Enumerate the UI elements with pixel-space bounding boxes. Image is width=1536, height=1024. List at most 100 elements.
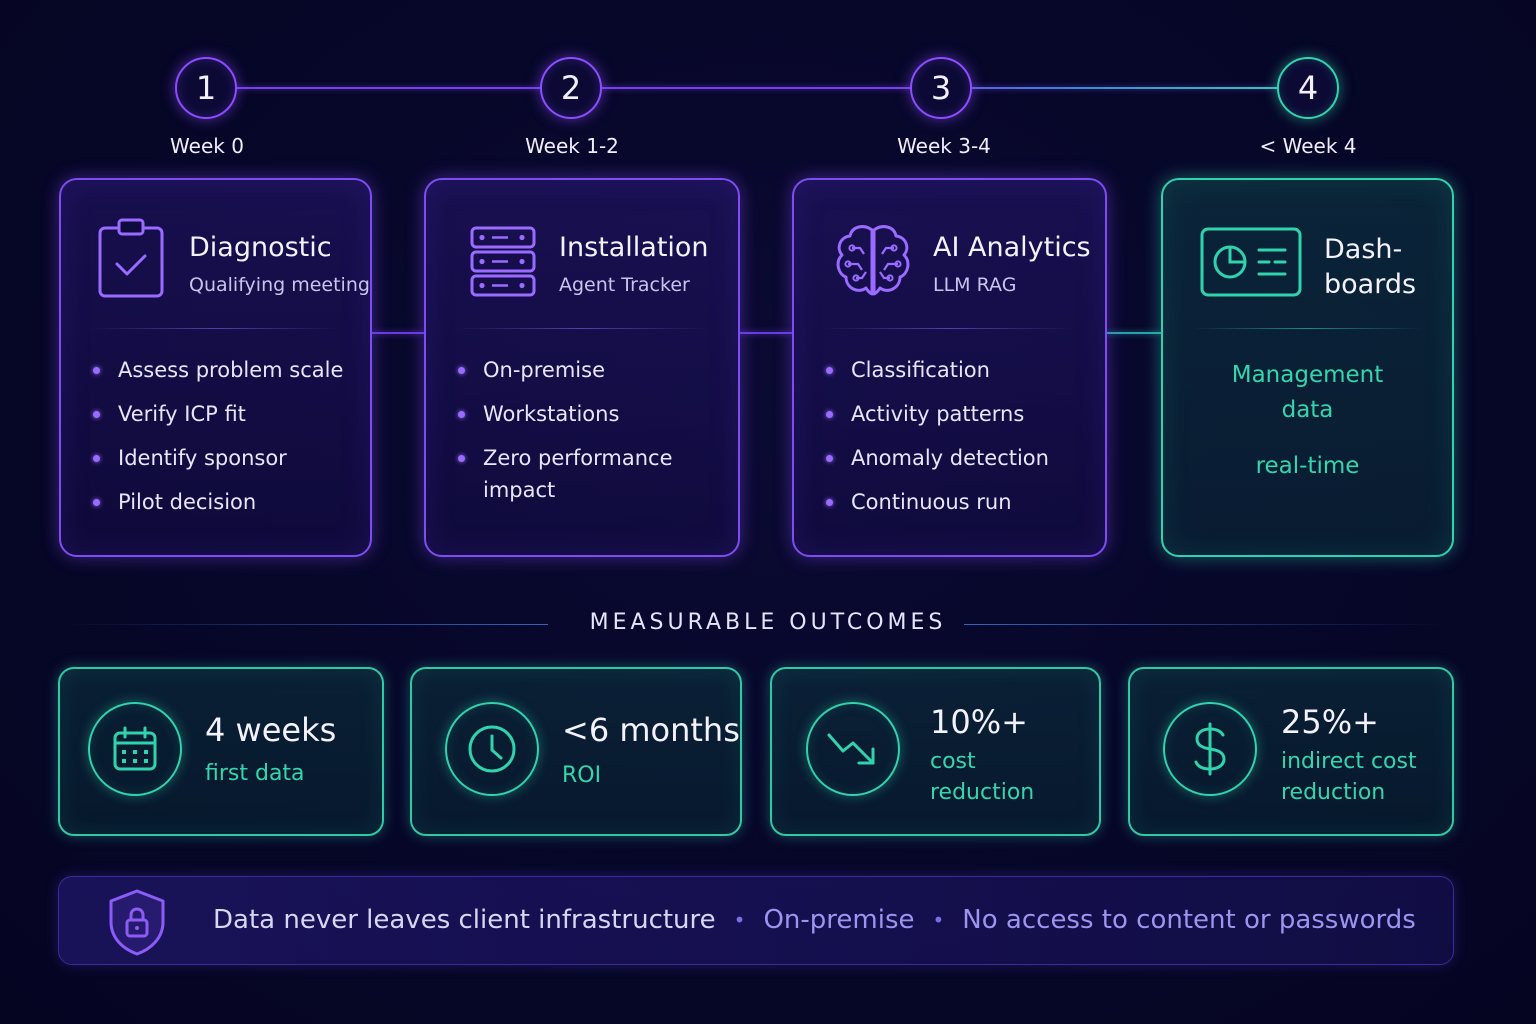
trend-down-icon [827,733,875,765]
divider [964,624,1444,625]
icon-circle [445,702,539,796]
phase-subtitle: Qualifying meeting [189,274,370,296]
step-week-label: Week 0 [170,134,244,158]
outcome-label: first data [205,761,305,786]
bullet-icon [93,411,100,418]
step-week-label: Week 1-2 [525,134,619,158]
bullet-icon [458,411,465,418]
bullet-icon [826,367,833,374]
icon-circle [1163,702,1257,796]
list-item-text: Workstations [483,402,620,426]
footer-statement: Data never leaves client infrastructure [213,905,716,935]
separator-dot: • [733,908,746,932]
outcome-card: 10%+ cost reduction [770,667,1101,836]
list-item: Classification [824,354,1049,386]
list-item: Identify sponsor [91,442,343,474]
outcome-card: 25%+ indirect cost reduction [1128,667,1454,836]
phase-card-installation: Installation Agent Tracker On-premise Wo… [424,178,740,557]
outcome-value: <6 months [562,711,740,749]
outcome-card: 4 weeks first data [58,667,384,836]
step-number: 1 [195,69,217,107]
outcome-card: <6 months ROI [410,667,742,836]
list-item-text: Pilot decision [118,490,257,514]
footer-on-premise: On-premise [763,905,915,935]
brain-circuit-icon [836,225,910,296]
timeline-line [206,87,1308,89]
outcome-label-line: reduction [930,780,1035,805]
phase-title: Diagnostic [189,232,332,263]
list-item-text: Zero performance impact [483,446,673,502]
list-item: Workstations [456,398,676,430]
list-item: Assess problem scale [91,354,343,386]
step-circle-2: 2 [540,57,602,119]
phase-title: AI Analytics [933,232,1091,263]
phase-title-line: Dash- [1324,234,1403,265]
step-circle-1: 1 [175,57,237,119]
bullet-icon [826,411,833,418]
divider [456,328,708,329]
outcome-label: ROI [562,763,602,788]
clipboard-check-icon [98,218,164,298]
bullet-icon [458,455,465,462]
shield-lock-icon [109,889,165,956]
phase-title: Installation [559,232,709,263]
divider [91,328,340,329]
step-number: 2 [560,69,582,107]
step-circle-4: 4 [1277,57,1339,119]
list-item-text: On-premise [483,358,605,382]
list-item-text: Identify sponsor [118,446,287,470]
icon-circle [88,702,182,796]
step-week-label: Week 3-4 [897,134,991,158]
divider [1193,328,1422,329]
list-item: Zero performance impact [456,442,676,506]
divider [60,624,548,625]
list-item: Verify ICP fit [91,398,343,430]
dollar-icon [1194,722,1226,776]
bullet-list: On-premise Workstations Zero performance… [456,354,676,518]
list-item: Activity patterns [824,398,1049,430]
phase-subtitle: Agent Tracker [559,274,690,296]
list-item-text: Classification [851,358,990,382]
dashboard-icon [1200,227,1302,297]
outcome-label: cost reduction [930,746,1034,808]
list-item: Continuous run [824,486,1049,518]
step-week-label: < Week 4 [1259,134,1357,158]
list-item-text: Anomaly detection [851,446,1049,470]
list-item-text: Continuous run [851,490,1012,514]
footer-text: Data never leaves client infrastructure … [213,905,1416,935]
step-circle-3: 3 [910,57,972,119]
card-connector [1107,332,1161,334]
outcome-label-line: indirect cost [1281,749,1417,774]
phase-card-dashboards: Dash- boards Management data real-time [1161,178,1454,557]
list-item: Pilot decision [91,486,343,518]
phase-card-ai-analytics: AI Analytics LLM RAG Classification Acti… [792,178,1107,557]
list-item-text: Verify ICP fit [118,402,246,426]
card-connector [740,332,792,334]
server-icon [470,226,536,297]
phase-description-line: data [1281,397,1334,423]
outcomes-title: MEASURABLE OUTCOMES [589,610,947,635]
bullet-list: Classification Activity patterns Anomaly… [824,354,1049,530]
calendar-icon [113,726,157,771]
security-footer: Data never leaves client infrastructure … [58,876,1454,965]
bullet-icon [826,455,833,462]
list-item-text: Activity patterns [851,402,1025,426]
phase-description-realtime: real-time [1255,453,1360,479]
clock-icon [468,725,516,773]
list-item: On-premise [456,354,676,386]
icon-circle [806,702,900,796]
outcome-value: 10%+ [930,703,1028,741]
bullet-icon [93,455,100,462]
outcome-value: 4 weeks [205,711,337,749]
separator-dot: • [932,908,945,932]
phase-description: Management data [1163,358,1452,428]
phase-title-line: boards [1324,269,1417,300]
outcome-label: indirect cost reduction [1281,746,1417,808]
phase-title: Dash- boards [1324,232,1416,302]
bullet-icon [93,367,100,374]
divider [824,328,1075,329]
bullet-list: Assess problem scale Verify ICP fit Iden… [91,354,343,530]
phase-description-line: Management [1231,362,1384,388]
bullet-icon [93,499,100,506]
